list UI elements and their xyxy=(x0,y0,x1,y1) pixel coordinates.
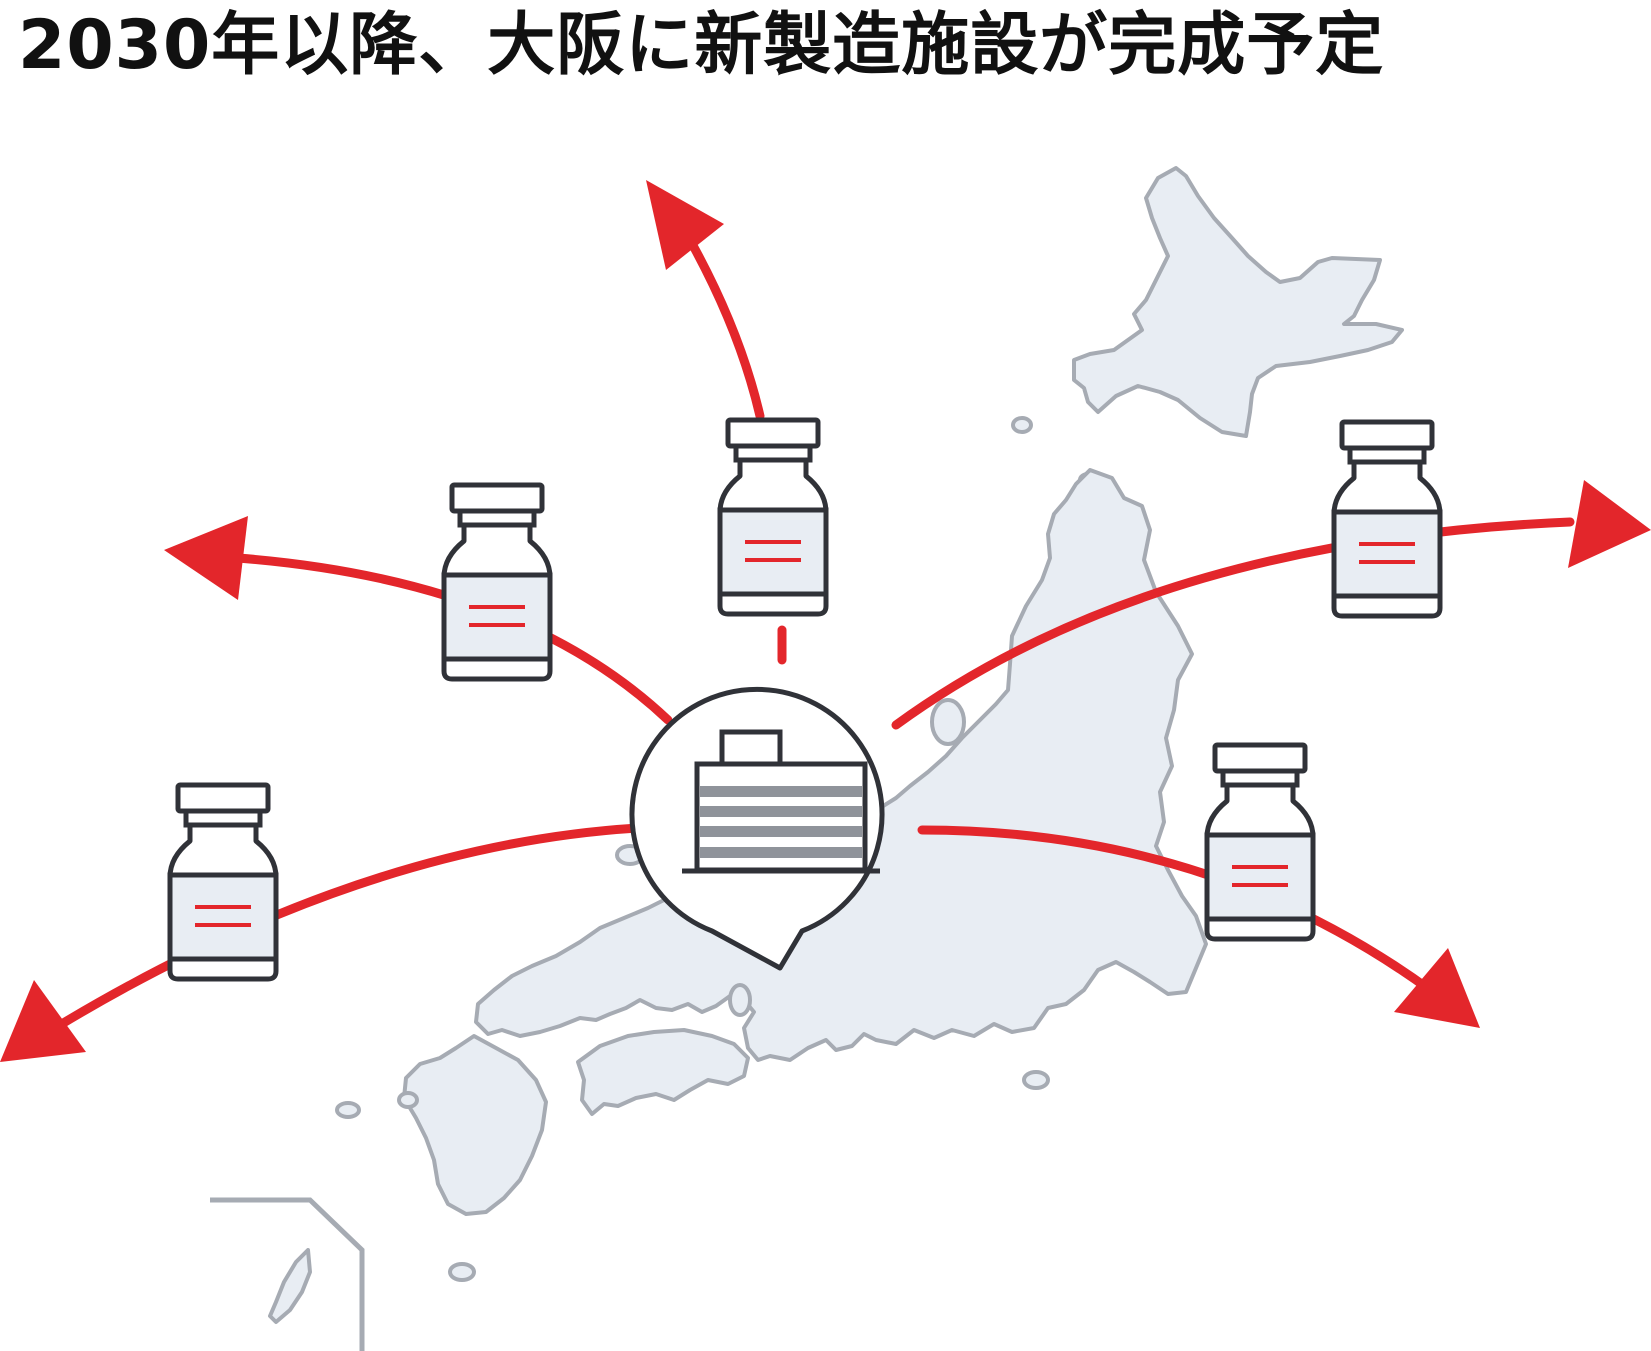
medicine-vial-icon xyxy=(1334,422,1440,616)
goto-island xyxy=(335,1101,361,1119)
arrowheads xyxy=(0,180,1651,1062)
arrowhead-north xyxy=(646,180,724,270)
rishiri-island xyxy=(1011,416,1033,434)
japan-map xyxy=(268,166,1404,1324)
honshu-island xyxy=(474,468,1208,1062)
awaji-island xyxy=(728,983,752,1017)
okinawa-island xyxy=(268,1248,312,1324)
medicine-vial-icon xyxy=(170,785,276,979)
medicine-vial-icon xyxy=(444,485,550,679)
iki-island xyxy=(397,1091,419,1109)
arrowhead-west xyxy=(0,980,86,1062)
kyushu-island xyxy=(402,1034,548,1216)
distribution-arrows xyxy=(55,235,1575,1030)
tanegashima-island xyxy=(448,1262,476,1282)
medicine-vial-icon xyxy=(1207,745,1313,939)
arrowhead-northeast xyxy=(1568,480,1651,568)
medicine-vial-icon xyxy=(720,420,826,614)
sado-island xyxy=(930,698,966,746)
hokkaido-island xyxy=(1072,166,1404,438)
arrow-east-line xyxy=(917,825,1435,995)
okinawa-inset-frame xyxy=(210,1197,365,1351)
shikoku-island xyxy=(576,1028,750,1116)
arrow-west-line xyxy=(55,823,643,1030)
factory-building-icon xyxy=(682,729,880,874)
arrow-northeast-line xyxy=(891,517,1575,730)
arrowhead-east xyxy=(1394,948,1480,1028)
factory-location-pin xyxy=(629,686,885,971)
arrow-north-line-upper xyxy=(685,235,765,421)
izu-island xyxy=(1022,1070,1050,1090)
arrowhead-northwest xyxy=(164,516,248,600)
page-title: 2030年以降、大阪に新製造施設が完成予定 xyxy=(18,6,1385,85)
